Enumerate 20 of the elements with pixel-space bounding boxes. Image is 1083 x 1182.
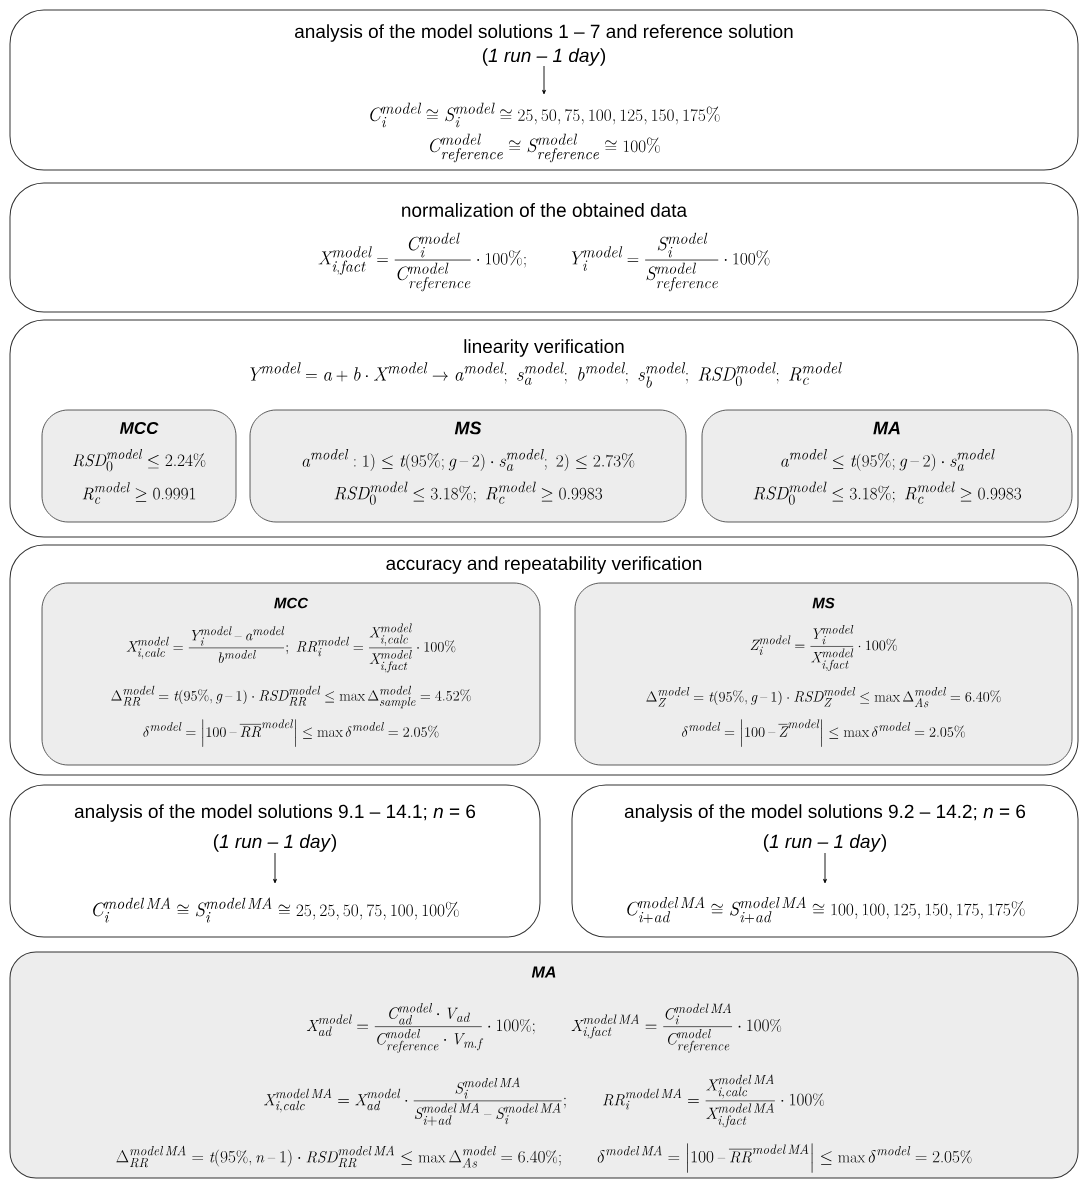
- rounded-box: MS $Z_i^{model} = \frac{Y_i^{model}}{X_{i,fact}^{model}} \cdot 100\%$ $\Delta_Z^{model} = t(95\%,g-1) \cdot RSD_Z^{model} \le \max \Delta_{As}^{model} = 6.40\%$ $\delta^{model} = \left|100 - \overline{Z}^{model}\right| \le \max \delta^{model} = 2.05\%$: [574, 582, 1073, 766]
- node-label: $C_i^{model\,MA} \cong S_i^{model\,MA} \cong 25, 25, 50, 75, 100, 100\%$: [93, 897, 459, 923]
- node-label: (1 run – 1 day): [482, 48, 606, 66]
- node-label: $C_i^{model} \cong S_i^{model} \cong 25, 50, 75, 100, 125, 150, 175\%$: [370, 102, 720, 128]
- rounded-box: MCC $RSD_0^{model} \le 2.24\%$ $R_c^{model} \ge 0.9991$: [41, 409, 237, 523]
- node-label: $C_{reference}^{model} \cong S_{reference}^{model} \cong 100\%$: [430, 133, 660, 163]
- node-label: analysis of the model solutions 1 – 7 and reference solution: [295, 24, 793, 42]
- rounded-panel: analysis of the model solutions 9.2 – 14.2; n = 6 (1 run – 1 day) $C_{i+ad}^{model\,MA} \cong S_{i+ad}^{model\,MA} \cong 100, 100, 125, 150, 175, 175\%$: [571, 784, 1079, 938]
- node-label: (1 run – 1 day): [763, 834, 887, 852]
- node-label: analysis of the model solutions 9.2 – 14.2; n = 6: [624, 804, 1026, 822]
- node-label: analysis of the model solutions 9.1 – 14.1; n = 6: [74, 804, 476, 822]
- rounded-box: MCC $X_{i,calc}^{model} = \frac{Y_i^{model} - a^{model}}{b^{model}};\ RR_i^{model} = \frac{X_{i,calc}^{model}}{X_{i,fact}^{model}} \cdot 100\%$ $\Delta_{RR}^{model} = t(95\%,g-1) \cdot RSD_{RR}^{model} \le \max \Delta_{sample}^{model} = 4.52\%$ $\delta^{model} = \left|100 - \overline{RR}^{model}\right| \le \max \delta^{model} = 2.05\%$: [41, 582, 541, 766]
- node-label: $C_{i+ad}^{model\,MA} \cong S_{i+ad}^{model\,MA} \cong 100, 100, 125, 150, 175, 175\%$: [627, 896, 1025, 924]
- rounded-panel: normalization of the obtained data $X_{i,fact}^{model} = \frac{C_i^{model}}{C_{reference}^{model}} \cdot 100\%; \qquad Y_i^{model} = \frac{S_i^{model}}{S_{reference}^{model}} \cdot 100\%$: [9, 182, 1079, 313]
- rounded-panel: analysis of the model solutions 1 – 7 and reference solution (1 run – 1 day) $C_i^{model} \cong S_i^{model} \cong 25, 50, 75, 100, 125, 150, 175\%$ $C_{reference}^{model} \cong S_{reference}^{model} \cong 100\%$: [9, 9, 1079, 171]
- node-label: (1 run – 1 day): [213, 834, 337, 852]
- rounded-box: MA $a^{model} \le t(95\%;g-2) \cdot s_a^{model}$ $RSD_0^{model} \le 3.18\%;\ R_c^{model} \ge 0.9983$: [701, 409, 1073, 523]
- rounded-panel: MA $X_{ad}^{model} = \frac{C_{ad}^{model} \cdot V_{ad}}{C_{reference}^{model} \cdot V_{m.f}} \cdot 100\%; \qquad X_{i,fact}^{model\,MA} = \frac{C_i^{model\,MA}}{C_{reference}^{model}} \cdot 100\%$ $X_{i,calc}^{model\,MA} = X_{ad}^{model} \cdot \frac{S_i^{model\,MA}}{S_{i+ad}^{model\,MA} - S_i^{model\,MA}}; \qquad RR_i^{model\,MA} = \frac{X_{i,calc}^{model\,MA}}{X_{i,fact}^{model\,MA}} \cdot 100\%$ $\Delta_{RR}^{model\,MA} = t(95\%, n-1) \cdot RSD_{RR}^{model\,MA} \le \max \Delta_{As}^{model} = 6.40\%; \qquad \delta^{model\,MA} = \left|100 - \overline{RR}^{model\,MA}\right| \le \max \delta^{model} = 2.05\%$: [9, 951, 1079, 1179]
- rounded-panel: analysis of the model solutions 9.1 – 14.1; n = 6 (1 run – 1 day) $C_i^{model\,MA} \cong S_i^{model\,MA} \cong 25, 25, 50, 75, 100, 100\%$: [9, 784, 541, 938]
- rounded-box: MS $a^{model}: 1) \le t(95\%;g-2) \cdot s_a^{model};\ 2) \le 2.73\%$ $RSD_0^{model} \le 3.18\%;\ R_c^{model} \ge 0.9983$: [249, 409, 687, 523]
